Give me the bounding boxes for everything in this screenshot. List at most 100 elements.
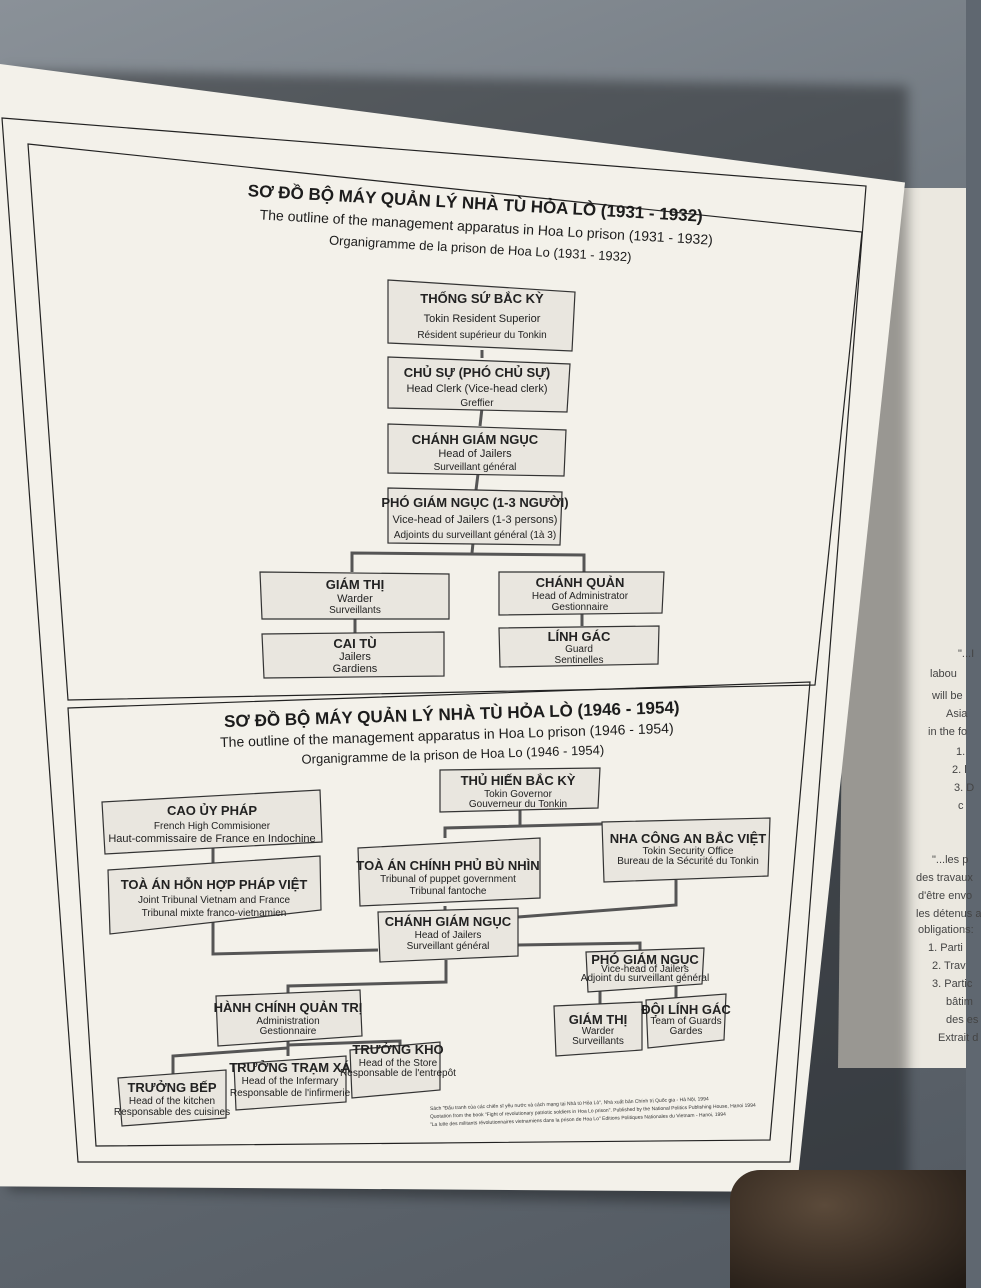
svg-text:Head of the kitchen: Head of the kitchen bbox=[129, 1096, 215, 1107]
chart2-node-puppet-tribunal: TOÀ ÁN CHÍNH PHỦ BÙ NHÌN Tribunal of pup… bbox=[356, 837, 541, 907]
chart1-node-head-jailers: CHÁNH GIÁM NGỤC Head of Jailers Surveill… bbox=[387, 423, 567, 477]
chart-panel bbox=[0, 64, 905, 1192]
right-panel-line: 2. Trav bbox=[932, 960, 966, 972]
svg-text:Gouverneur du Tonkin: Gouverneur du Tonkin bbox=[469, 799, 567, 810]
svg-text:CHỦ SỰ (PHÓ CHỦ SỰ): CHỦ SỰ (PHÓ CHỦ SỰ) bbox=[404, 365, 551, 380]
right-panel-line: 2. l bbox=[952, 764, 967, 776]
svg-text:Team of Guards: Team of Guards bbox=[650, 1016, 721, 1027]
svg-text:Tribunal mixte franco-vietnami: Tribunal mixte franco-vietnamien bbox=[142, 908, 287, 919]
svg-text:Joint Tribunal Vietnam and Fra: Joint Tribunal Vietnam and France bbox=[138, 895, 291, 906]
svg-text:Greffier: Greffier bbox=[460, 398, 494, 409]
source-note: Sách "Đấu tranh của các chiến sĩ yêu nướ… bbox=[430, 1095, 756, 1128]
chart2-node-vice-jailers: PHÓ GIÁM NGỤC Vice-head of Jailers Adjoi… bbox=[581, 947, 709, 993]
chart1-connectors bbox=[350, 350, 586, 634]
chart1-node-jailers: CAI TÙ Jailers Gardiens bbox=[261, 631, 445, 679]
right-panel-line: in the fo bbox=[928, 726, 968, 738]
chart2-node-warder: GIÁM THỊ Warder Surveillants bbox=[553, 1001, 643, 1057]
chart1-node-warder: GIÁM THỊ Warder Surveillants bbox=[259, 571, 450, 620]
right-panel-line: c bbox=[958, 800, 964, 812]
svg-text:Tribunal fantoche: Tribunal fantoche bbox=[410, 886, 487, 897]
svg-text:Head of the Infermary: Head of the Infermary bbox=[242, 1076, 339, 1087]
svg-text:TRƯỞNG TRẠM XÁ: TRƯỞNG TRẠM XÁ bbox=[229, 1060, 351, 1075]
svg-text:GIÁM THỊ: GIÁM THỊ bbox=[569, 1012, 628, 1027]
svg-text:Haut-commissaire de France en: Haut-commissaire de France en Indochine bbox=[108, 833, 315, 845]
chart1-node-clerk: CHỦ SỰ (PHÓ CHỦ SỰ) Head Clerk (Vice-hea… bbox=[387, 356, 571, 413]
svg-text:Vice-head of Jailers: Vice-head of Jailers bbox=[601, 964, 689, 975]
svg-text:PHÓ GIÁM NGỤC (1-3 NGƯỜI): PHÓ GIÁM NGỤC (1-3 NGƯỜI) bbox=[381, 495, 568, 510]
svg-text:Tokin Security Office: Tokin Security Office bbox=[643, 846, 734, 857]
svg-text:Bureau de la Sécurité du Tonki: Bureau de la Sécurité du Tonkin bbox=[617, 856, 759, 867]
svg-text:Surveillants: Surveillants bbox=[572, 1036, 624, 1047]
svg-text:Responsable de l'entrepôt: Responsable de l'entrepôt bbox=[340, 1068, 456, 1079]
chart2-node-guards-team: ĐỘI LÍNH GÁC Team of Guards Gardes bbox=[641, 993, 731, 1049]
svg-text:TOÀ ÁN HỖN HỢP PHÁP VIỆT: TOÀ ÁN HỖN HỢP PHÁP VIỆT bbox=[121, 877, 308, 892]
svg-text:LÍNH GÁC: LÍNH GÁC bbox=[548, 629, 611, 644]
right-panel-line: Asia bbox=[946, 708, 968, 720]
chart2-node-commissioner: CAO ỦY PHÁP French High Commisioner Haut… bbox=[101, 789, 323, 855]
svg-text:PHÓ GIÁM NGỤC: PHÓ GIÁM NGỤC bbox=[591, 952, 699, 967]
svg-text:Résident supérieur du Tonkin: Résident supérieur du Tonkin bbox=[417, 330, 546, 341]
svg-text:Adjoint du surveillant général: Adjoint du surveillant général bbox=[581, 973, 709, 984]
svg-text:TRƯỞNG BẾP: TRƯỞNG BẾP bbox=[127, 1080, 216, 1095]
svg-text:Head Clerk (Vice-head clerk): Head Clerk (Vice-head clerk) bbox=[406, 383, 547, 395]
svg-text:CHÁNH GIÁM NGỤC: CHÁNH GIÁM NGỤC bbox=[412, 432, 539, 447]
chart2-node-administration: HÀNH CHÍNH QUẢN TRỊ Administration Gesti… bbox=[214, 989, 363, 1047]
right-panel-line: labou bbox=[930, 668, 957, 680]
chart2-node-kitchen: TRƯỞNG BẾP Head of the kitchen Responsab… bbox=[114, 1069, 230, 1127]
svg-text:TRƯỞNG KHO: TRƯỞNG KHO bbox=[352, 1042, 443, 1057]
svg-text:French High Commisioner: French High Commisioner bbox=[154, 821, 271, 832]
svg-text:CAO ỦY PHÁP: CAO ỦY PHÁP bbox=[167, 803, 257, 818]
svg-text:TOÀ ÁN CHÍNH PHỦ BÙ NHÌN: TOÀ ÁN CHÍNH PHỦ BÙ NHÌN bbox=[356, 858, 539, 873]
svg-text:Head of Administrator: Head of Administrator bbox=[532, 591, 629, 602]
chart2-node-infirmary: TRƯỞNG TRẠM XÁ Head of the Infermary Res… bbox=[229, 1055, 351, 1111]
svg-text:Head of Jailers: Head of Jailers bbox=[438, 448, 512, 460]
chart2-node-store: TRƯỞNG KHO Head of the Store Responsable… bbox=[340, 1041, 456, 1099]
svg-text:ĐỘI LÍNH GÁC: ĐỘI LÍNH GÁC bbox=[641, 1002, 731, 1017]
right-panel-line: d'être envo bbox=[918, 890, 973, 902]
svg-text:Warder: Warder bbox=[337, 593, 373, 605]
svg-text:Guard: Guard bbox=[565, 644, 593, 655]
chart1-node-administrator: CHÁNH QUẢN Head of Administrator Gestion… bbox=[498, 571, 665, 616]
svg-text:Responsable des cuisines: Responsable des cuisines bbox=[114, 1107, 230, 1118]
right-panel-line: 3. Partic bbox=[932, 978, 973, 990]
right-panel-line: "...I bbox=[958, 648, 975, 660]
svg-text:THỐNG SỨ BẮC KỲ: THỐNG SỨ BẮC KỲ bbox=[420, 291, 544, 306]
svg-text:Head of Jailers: Head of Jailers bbox=[415, 930, 482, 941]
chart1-node-guard: LÍNH GÁC Guard Sentinelles bbox=[498, 625, 660, 668]
right-panel-line: obligations: bbox=[918, 924, 974, 936]
svg-text:Adjoints du surveillant généra: Adjoints du surveillant général (1à 3) bbox=[394, 530, 556, 541]
chart2-node-head-jailers: CHÁNH GIÁM NGỤC Head of Jailers Surveill… bbox=[377, 907, 519, 963]
svg-text:Surveillant général: Surveillant général bbox=[434, 462, 517, 473]
right-panel-line: "...les p bbox=[932, 854, 969, 866]
svg-text:Tokin Governor: Tokin Governor bbox=[484, 789, 552, 800]
svg-text:Jailers: Jailers bbox=[339, 651, 371, 663]
svg-text:HÀNH CHÍNH QUẢN TRỊ: HÀNH CHÍNH QUẢN TRỊ bbox=[214, 1000, 363, 1015]
svg-text:Tribunal of puppet government: Tribunal of puppet government bbox=[380, 874, 516, 885]
chart2-frame bbox=[67, 681, 811, 1147]
svg-text:CAI TÙ: CAI TÙ bbox=[333, 636, 376, 651]
svg-text:NHA CÔNG AN BẮC VIỆT: NHA CÔNG AN BẮC VIỆT bbox=[610, 831, 767, 846]
chart2-node-joint-tribunal: TOÀ ÁN HỖN HỢP PHÁP VIỆT Joint Tribunal … bbox=[107, 855, 322, 935]
right-panel-line: 3. D bbox=[954, 782, 975, 794]
chart1-node-vice-jailers: PHÓ GIÁM NGỤC (1-3 NGƯỜI) Vice-head of J… bbox=[381, 487, 569, 546]
svg-text:Head of the Store: Head of the Store bbox=[359, 1058, 438, 1069]
svg-text:Surveillants: Surveillants bbox=[329, 605, 381, 616]
right-panel-line: 1. bbox=[956, 746, 966, 758]
svg-text:Gestionnaire: Gestionnaire bbox=[552, 602, 609, 613]
svg-text:CHÁNH QUẢN: CHÁNH QUẢN bbox=[536, 575, 625, 590]
svg-text:Gestionnaire: Gestionnaire bbox=[260, 1026, 317, 1037]
svg-text:Sentinelles: Sentinelles bbox=[555, 655, 604, 666]
svg-text:Administration: Administration bbox=[256, 1016, 319, 1027]
chart2-node-security: NHA CÔNG AN BẮC VIỆT Tokin Security Offi… bbox=[601, 817, 771, 883]
svg-text:GIÁM THỊ: GIÁM THỊ bbox=[326, 577, 385, 592]
right-panel-line: Extrait d bbox=[938, 1032, 979, 1044]
svg-text:THỦ HIẾN BẮC KỲ: THỦ HIẾN BẮC KỲ bbox=[461, 773, 576, 788]
svg-text:Gardiens: Gardiens bbox=[333, 663, 378, 675]
right-panel-line: 1. Parti bbox=[928, 942, 963, 954]
svg-text:Responsable de l'infirmerie: Responsable de l'infirmerie bbox=[230, 1088, 351, 1099]
svg-text:Vice-head of Jailers (1-3 pers: Vice-head of Jailers (1-3 persons) bbox=[393, 514, 558, 526]
right-panel-line: bâtim bbox=[946, 996, 973, 1008]
right-panel-line: will be bbox=[932, 690, 963, 702]
